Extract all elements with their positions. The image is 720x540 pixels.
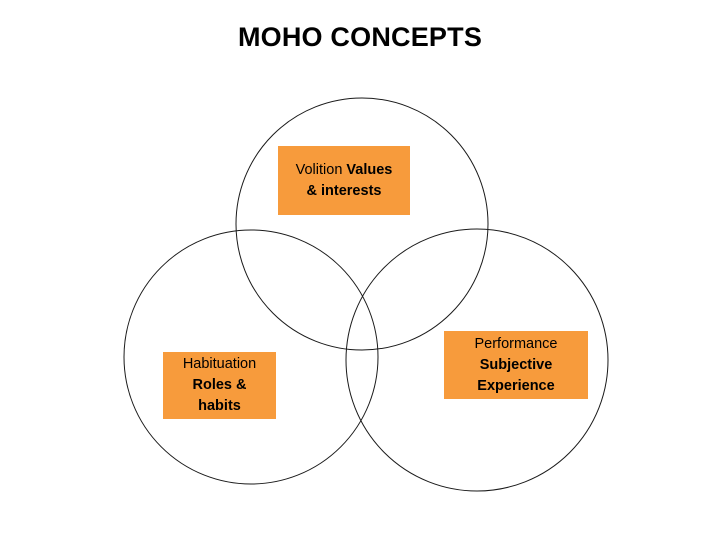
volition-line-2: & interests [306,182,382,199]
volition-label-box: Volition Values & interests [278,146,410,215]
volition-values-text: Values [346,161,393,178]
volition-line-1: Volition Values [296,160,393,181]
habituation-label-box: Habituation Roles & habits [163,352,276,419]
performance-line-3: Experience [477,377,555,394]
habituation-line-2: Roles & [192,377,247,393]
page-title: MOHO CONCEPTS [237,22,483,52]
performance-circle [345,228,609,492]
performance-line-2: Subjective [479,356,553,373]
volition-lead-text: Volition [295,161,343,178]
habituation-line-1: Habituation [182,356,257,372]
performance-line-1: Performance [474,335,558,352]
habituation-circle [123,229,379,485]
performance-label-box: Performance Subjective Experience [444,331,588,399]
volition-circle [235,97,489,351]
habituation-line-3: habits [198,398,241,414]
